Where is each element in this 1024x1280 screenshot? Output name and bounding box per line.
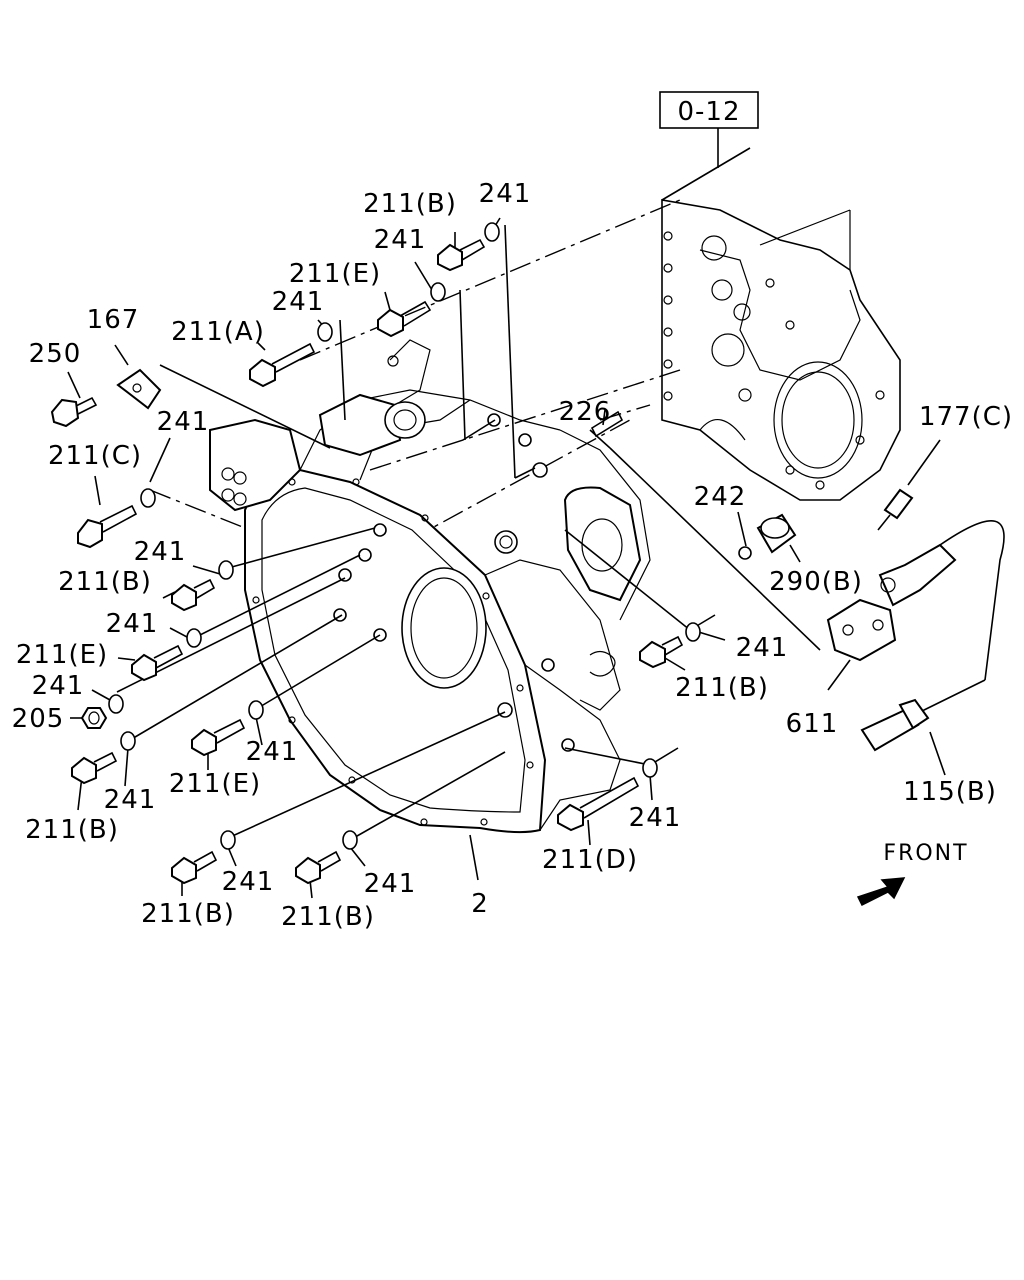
engine-ref-line xyxy=(661,147,751,201)
callout-label: 211(E) xyxy=(16,640,108,670)
crank-sensor-115b[interactable] xyxy=(860,520,1005,752)
callout-label: 211(D) xyxy=(542,845,638,875)
washer-241[interactable] xyxy=(484,222,500,242)
washer-241[interactable] xyxy=(108,694,124,714)
callout-label: 211(B) xyxy=(363,189,457,219)
callout-label: 211(C) xyxy=(48,441,142,471)
callout-label: 211(B) xyxy=(281,902,375,932)
callout-label: 241 xyxy=(106,609,159,639)
callout-label: 241 xyxy=(736,633,789,663)
bolt-211b-bot1[interactable] xyxy=(71,751,118,785)
bolt-177c[interactable] xyxy=(877,488,914,531)
sensor-bracket-611[interactable] xyxy=(826,598,897,662)
bolt-211b-bot2[interactable] xyxy=(171,850,218,885)
washer-241[interactable] xyxy=(140,488,156,508)
bolt-211e-left[interactable] xyxy=(131,644,184,682)
callout-label: 611 xyxy=(786,709,839,739)
callout-label: 250 xyxy=(29,339,82,369)
cover-167[interactable] xyxy=(116,368,162,410)
callout-label: 241 xyxy=(246,737,299,767)
washer-241[interactable] xyxy=(685,622,701,642)
callout-label: 241 xyxy=(629,803,682,833)
nut-205[interactable] xyxy=(80,707,108,729)
stud-226[interactable] xyxy=(590,410,624,438)
callout-label: 226 xyxy=(559,397,612,427)
front-label: FRONT xyxy=(883,841,968,866)
callout-label: 211(B) xyxy=(25,815,119,845)
washer-241[interactable] xyxy=(120,731,136,751)
callout-label: 290(B) xyxy=(769,567,863,597)
callout-label: 241 xyxy=(222,867,275,897)
washer-241[interactable] xyxy=(218,560,234,580)
callout-label: 115(B) xyxy=(903,777,997,807)
washer-241[interactable] xyxy=(317,322,333,342)
callout-label: 241 xyxy=(104,785,157,815)
callout-label: 211(E) xyxy=(169,769,261,799)
washer-241[interactable] xyxy=(342,830,358,850)
flywheel-housing[interactable] xyxy=(209,339,651,834)
engine-block-outline xyxy=(661,199,901,501)
washer-241[interactable] xyxy=(642,758,658,778)
front-direction: FRONT xyxy=(856,841,968,907)
callout-label: 211(A) xyxy=(171,317,265,347)
washer-241[interactable] xyxy=(248,700,264,720)
bolt-211b-bot3[interactable] xyxy=(295,850,342,885)
ball-242[interactable] xyxy=(738,546,752,560)
callout-label: 205 xyxy=(12,704,65,734)
callout-label: 241 xyxy=(374,225,427,255)
callout-label: 177(C) xyxy=(919,402,1013,432)
reference-box[interactable]: 0-12 xyxy=(659,91,759,129)
washer-241[interactable] xyxy=(186,628,202,648)
bolt-211e-top[interactable] xyxy=(377,300,432,338)
bolt-211b-top[interactable] xyxy=(437,238,486,272)
front-arrow-icon xyxy=(856,877,906,907)
bolt-211d[interactable] xyxy=(557,776,640,832)
bolt-211b-right[interactable] xyxy=(639,635,684,669)
callout-label: 241 xyxy=(272,287,325,317)
reference-box-label: 0-12 xyxy=(677,97,740,127)
callout-label: 241 xyxy=(32,671,85,701)
callout-label: 211(B) xyxy=(141,899,235,929)
plug-290b[interactable] xyxy=(756,513,797,554)
callout-label: 241 xyxy=(134,537,187,567)
bolt-211b-left[interactable] xyxy=(171,578,216,612)
bolt-211c[interactable] xyxy=(77,504,138,549)
callout-label: 242 xyxy=(694,482,747,512)
part-labels: 211(B) 241 241 211(E) 241 211(A) 167 250… xyxy=(12,179,1013,932)
washer-241[interactable] xyxy=(220,830,236,850)
callout-label: 241 xyxy=(364,869,417,899)
bolt-211e-bot[interactable] xyxy=(191,718,246,757)
callout-label: 211(B) xyxy=(675,673,769,703)
callout-label: 167 xyxy=(87,305,140,335)
callout-label: 211(E) xyxy=(289,259,381,289)
callout-label: 241 xyxy=(479,179,532,209)
callout-label: 211(B) xyxy=(58,567,152,597)
leader-lines xyxy=(67,217,946,899)
callout-label: 2 xyxy=(471,889,489,919)
bolt-250[interactable] xyxy=(50,396,98,428)
bolt-211a[interactable] xyxy=(249,342,316,388)
callout-label: 241 xyxy=(157,407,210,437)
washer-241[interactable] xyxy=(430,282,446,302)
